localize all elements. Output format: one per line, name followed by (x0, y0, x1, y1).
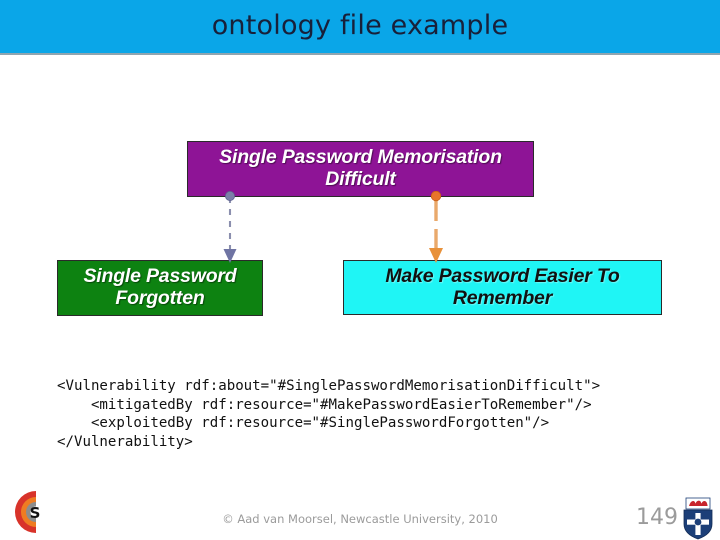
diagram-node-mitigation-label: Make Password Easier To Remember (385, 264, 620, 309)
cs-logo-letter: S (30, 504, 41, 522)
cs-department-logo-icon: S (15, 491, 41, 533)
connector-mitigated-by-arrow (429, 191, 443, 263)
diagram-node-exploit-label: Single Password Forgotten (83, 265, 237, 309)
connector-exploited-by-arrow (223, 191, 237, 263)
ontology-diagram: Single Password Memorisation Difficult S… (0, 55, 720, 345)
diagram-node-mitigation[interactable]: Make Password Easier To Remember (343, 260, 662, 315)
page-title: ontology file example (211, 10, 509, 41)
slide-header-bar (0, 0, 720, 55)
newcastle-university-crest-icon (683, 497, 713, 540)
diagram-node-exploit[interactable]: Single Password Forgotten (57, 260, 263, 316)
diagram-node-vulnerability-label: Single Password Memorisation Difficult (219, 146, 502, 190)
footer-credit: © Aad van Moorsel, Newcastle University,… (222, 512, 498, 526)
diagram-node-vulnerability[interactable]: Single Password Memorisation Difficult (187, 141, 534, 197)
page-number: 149 (636, 505, 678, 530)
rdf-code-block: <Vulnerability rdf:about="#SinglePasswor… (57, 378, 601, 450)
